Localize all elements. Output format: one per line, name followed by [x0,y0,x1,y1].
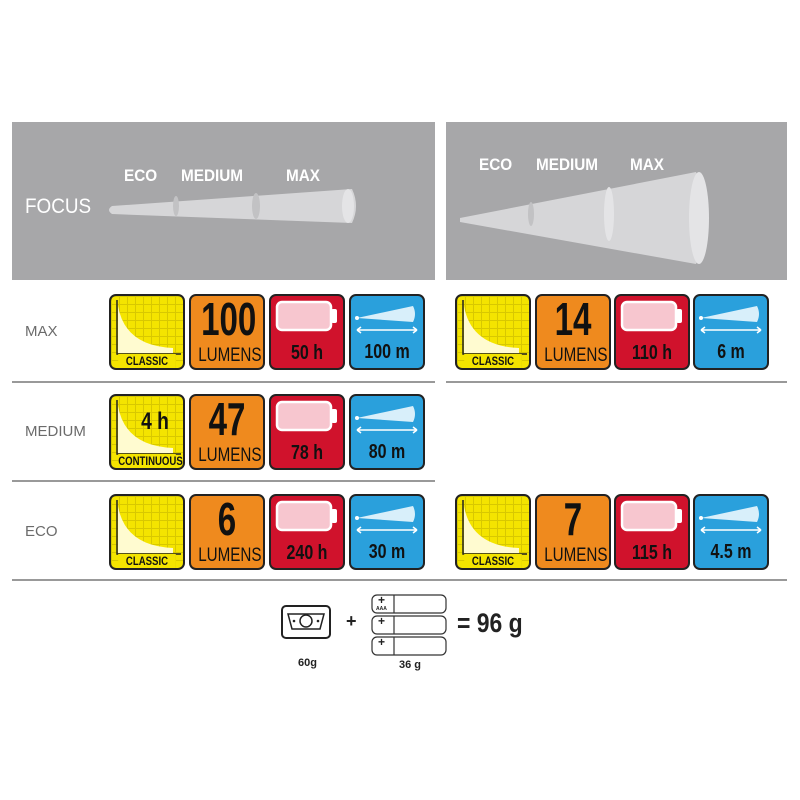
battery-plus-mark: + [378,593,386,607]
battery-icon: 115 h [614,494,690,570]
mode-label: CLASSIC [118,554,176,568]
headlamp-icon [281,605,331,639]
battery-life: 240 h [286,542,328,564]
focus-label: FOCUS [25,195,92,218]
battery-icon: 240 h [269,494,345,570]
plus-sign: + [346,611,357,631]
wide-beam-illustration [460,172,709,264]
lumens-unit: LUMENS [544,345,608,366]
divider [12,579,787,581]
lumens-value: 100 [201,294,257,345]
beam-label-medium: MEDIUM [536,155,599,174]
beam-distance-icon: 4.5 m [693,494,769,570]
mode-icon: CLASSIC [455,294,531,370]
mode-label: CLASSIC [464,554,522,568]
beam-panel-left: ECO MEDIUM MAX [12,122,435,280]
mode-icon: CLASSIC [109,294,185,370]
beam-label-max: MAX [286,166,321,185]
batteries-weight: 36 g [399,659,422,671]
beam-label-eco: ECO [479,155,513,174]
lumens-value: 14 [554,294,592,345]
row-label-eco: ECO [25,523,58,540]
mode-label: CONTINUOUS [118,454,183,468]
battery-life: 50 h [290,342,324,364]
mode-icon: CLASSIC [109,494,185,570]
lumens-unit: LUMENS [198,445,262,466]
beam-label-medium: MEDIUM [181,166,244,185]
aaa-batteries-icon [371,594,447,656]
battery-icon: 50 h [269,294,345,370]
battery-plus-mark: + [378,635,386,649]
row-label-max: MAX [25,323,58,340]
lamp-weight: 60g [298,657,317,669]
mode-duration: 4 h [141,408,169,435]
beam-distance-icon: 30 m [349,494,425,570]
battery-icon: 110 h [614,294,690,370]
beam-distance: 4.5 m [710,541,752,563]
battery-life: 110 h [631,342,673,364]
beam-distance-icon: 100 m [349,294,425,370]
lumens-value: 6 [217,494,237,545]
lumens-unit: LUMENS [198,345,262,366]
narrow-beam-illustration [109,189,356,223]
battery-life: 78 h [290,442,324,464]
lumens-value: 47 [208,394,246,445]
beam-panel-right: ECO MEDIUM MAX [446,122,787,280]
beam-distance: 100 m [364,341,410,363]
beam-distance-icon: 6 m [693,294,769,370]
battery-icon: 78 h [269,394,345,470]
beam-distance-icon: 80 m [349,394,425,470]
divider [12,381,435,383]
mode-label: CLASSIC [464,354,522,368]
row-label-medium: MEDIUM [25,423,86,440]
total-weight: = 96 g [457,608,523,638]
battery-life: 115 h [631,542,673,564]
beam-label-eco: ECO [124,166,158,185]
mode-icon: CONTINUOUS 4 h [109,394,185,470]
battery-type: AAA [376,606,387,612]
battery-plus-mark: + [378,614,386,628]
mode-icon: CLASSIC [455,494,531,570]
divider [12,480,435,482]
beam-distance: 30 m [368,541,406,563]
lumens-unit: LUMENS [198,545,262,566]
lumens-unit: LUMENS [544,545,608,566]
divider [446,381,787,383]
beam-distance: 80 m [368,441,406,463]
lumens-value: 7 [563,494,583,545]
beam-distance: 6 m [717,341,745,363]
beam-label-max: MAX [630,155,665,174]
mode-label: CLASSIC [118,354,176,368]
